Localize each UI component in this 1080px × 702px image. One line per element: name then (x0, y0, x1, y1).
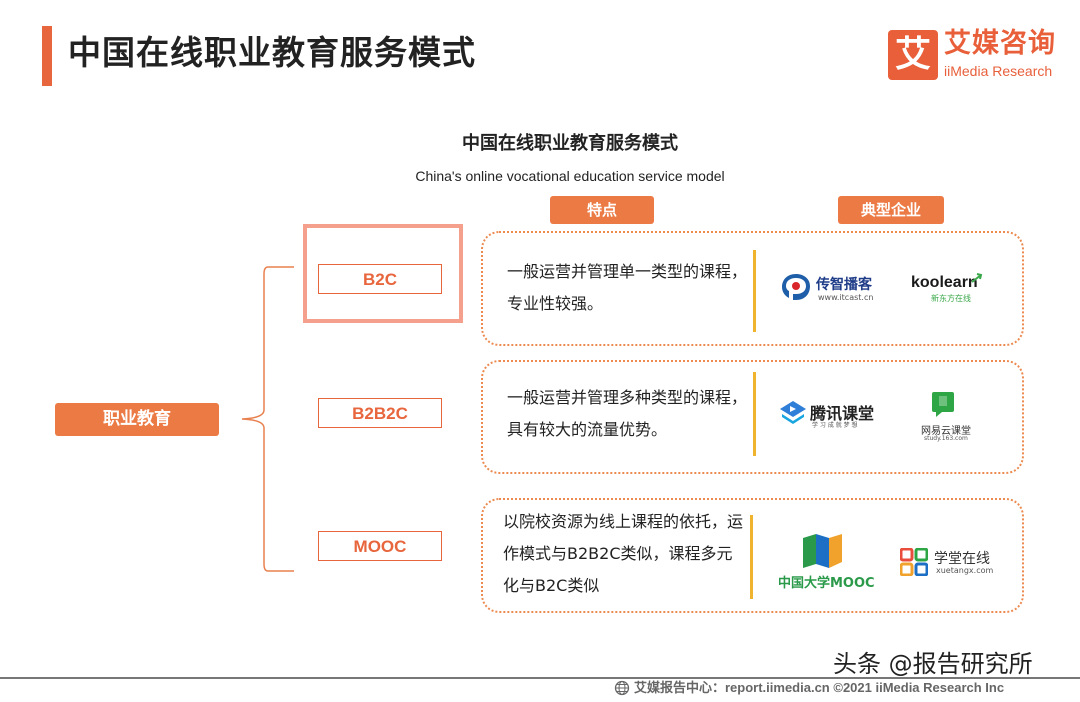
company-name: 网易云课堂 (921, 426, 971, 437)
column-header-features: 特点 (550, 196, 654, 224)
company-subtext: www.itcast.cn (818, 293, 874, 302)
column-header-companies: 典型企业 (838, 196, 944, 224)
icourse-mooc-logo-icon (803, 534, 842, 568)
row-divider (750, 515, 753, 599)
netease-cloud-classroom-logo-icon (932, 392, 954, 417)
company-name: 腾讯课堂 (810, 404, 875, 423)
globe-icon (614, 680, 630, 696)
row-card-b2b2c (481, 360, 1024, 474)
brand-logo-icon: 艾 (888, 30, 938, 80)
model-box-mooc: MOOC (318, 531, 442, 561)
company-name: 传智播客 (816, 277, 872, 293)
footer-source: 艾媒报告中心：report.iimedia.cn ©2021 iiMedia R… (634, 680, 1005, 695)
company-subtext: 新东方在线 (931, 294, 971, 303)
row-divider (753, 250, 756, 332)
company-name: 学堂在线 (934, 551, 990, 567)
diagram-subtitle: China's online vocational education serv… (415, 168, 725, 184)
footer-divider (0, 677, 1080, 679)
itcast-logo-icon (780, 272, 812, 302)
row-description-b2b2c: 一般运营并管理多种类型的课程，具有较大的流量优势。 (507, 388, 748, 439)
koolearn-mark-icon (971, 273, 983, 283)
root-node: 职业教育 (55, 403, 219, 436)
company-subtext: xuetangx.com (936, 566, 994, 575)
row-description-mooc: 以院校资源为线上课程的依托，运作模式与B2B2C类似，课程多元化与B2C类似 (503, 512, 744, 595)
row-card-b2c (481, 231, 1024, 346)
diagram-title: 中国在线职业教育服务模式 (462, 133, 678, 154)
brand-name-en: iiMedia Research (944, 63, 1053, 79)
row-description-b2c: 一般运营并管理单一类型的课程，专业性较强。 (507, 262, 748, 313)
b2c-highlight-frame (303, 224, 463, 323)
model-box-b2b2c: B2B2C (318, 398, 442, 428)
xuetangx-logo-icon (900, 548, 928, 576)
bracket-connector (241, 266, 294, 572)
page-title: 中国在线职业教育服务模式 (68, 33, 476, 72)
row-divider (753, 372, 756, 456)
watermark: 头条 @报告研究所 (833, 650, 1033, 678)
company-subtext: 学 习 成 就 梦 想 (812, 422, 858, 429)
brand-name: 艾媒咨询 (944, 28, 1056, 59)
row-card-mooc (481, 498, 1024, 613)
company-subtext: study.163.com (924, 435, 968, 442)
model-box-b2c: B2C (318, 264, 442, 294)
company-name: 中国大学MOOC (778, 576, 875, 591)
company-name: koolearn (911, 274, 978, 291)
title-accent-bar (42, 26, 52, 86)
tencent-classroom-logo-icon (780, 401, 806, 424)
